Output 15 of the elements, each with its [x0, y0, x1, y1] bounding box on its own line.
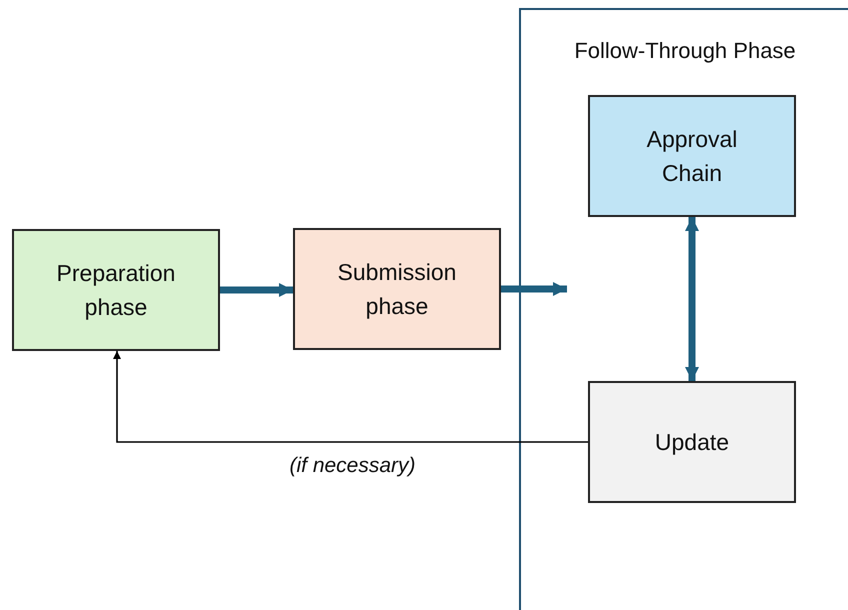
arrow: [113, 351, 588, 443]
arrow: [685, 217, 699, 381]
process-box: [588, 95, 796, 217]
box-label: Approval Chain: [646, 124, 738, 188]
process-box: [588, 381, 796, 503]
process-box: [293, 228, 501, 350]
arrow: [501, 282, 567, 296]
box-label: Preparation phase: [56, 258, 176, 322]
panel-heading: Follow-Through Phase: [573, 38, 797, 64]
edge-label: (if necessary): [290, 454, 416, 478]
process-box: [12, 229, 220, 351]
phase-panel: [519, 8, 848, 610]
arrow: [220, 283, 293, 297]
box-label: Submission phase: [336, 258, 458, 321]
box-label: Update: [654, 428, 730, 457]
